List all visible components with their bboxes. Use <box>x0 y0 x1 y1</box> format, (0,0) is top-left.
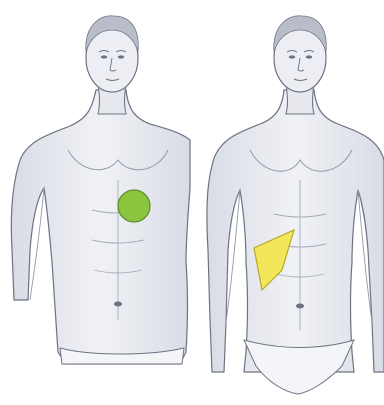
right-figure-underwear <box>244 340 354 394</box>
left-figure-navel <box>114 302 122 307</box>
right-figure-eye-right <box>306 55 312 58</box>
left-figure <box>11 16 190 364</box>
right-figure-body <box>207 90 384 372</box>
right-figure <box>207 16 384 394</box>
right-figure-eye-left <box>289 55 295 58</box>
right-figure-navel <box>296 304 304 309</box>
left-figure-eye-right <box>118 55 124 58</box>
left-marker-circle <box>118 190 150 222</box>
left-figure-body <box>11 90 190 364</box>
left-figure-eye-left <box>101 55 107 58</box>
